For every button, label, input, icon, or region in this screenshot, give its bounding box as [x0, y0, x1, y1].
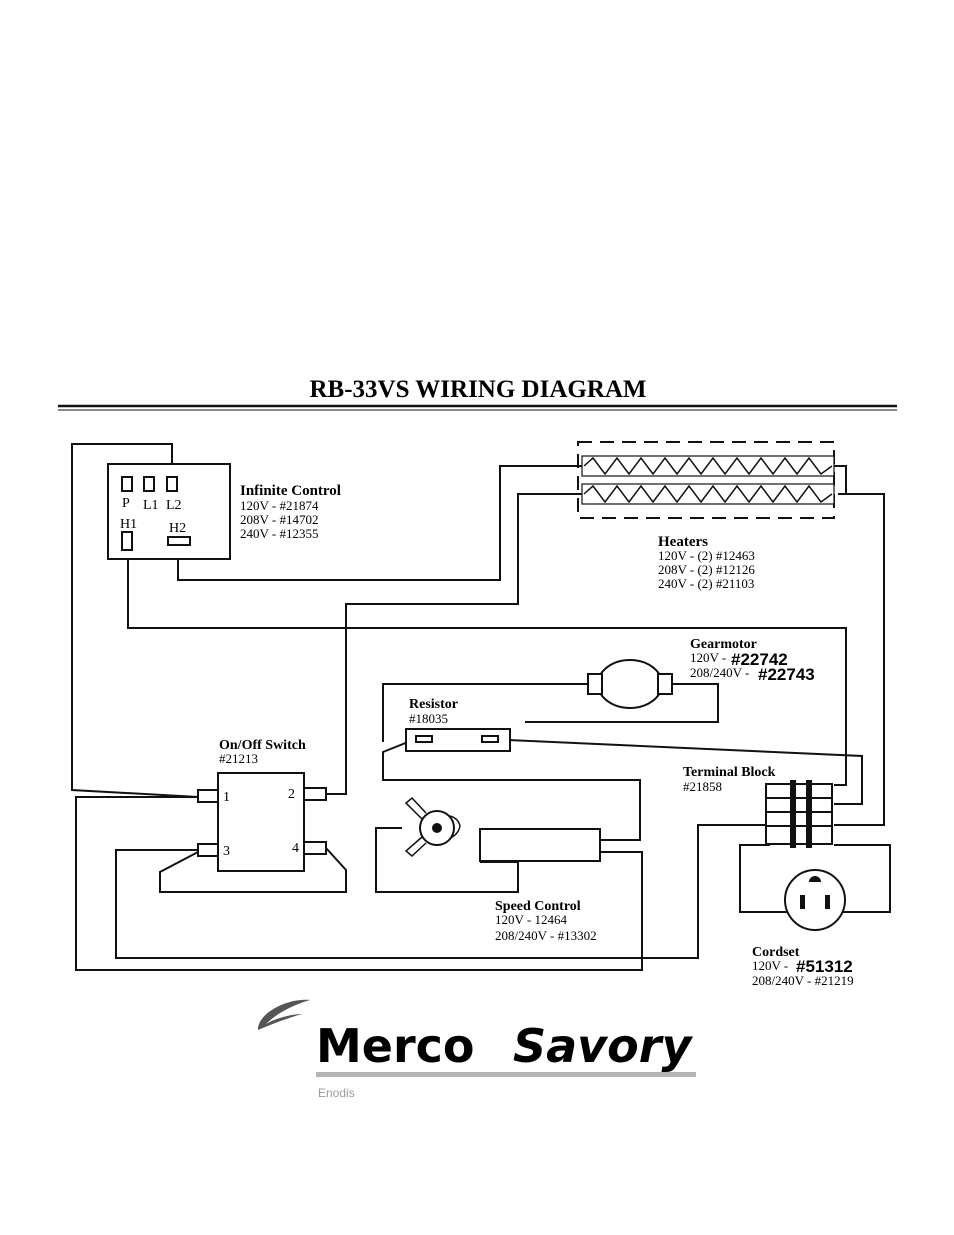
potentiometer-knob: [404, 796, 461, 857]
gearmotor-120v-prefix: 120V -: [690, 650, 726, 665]
gearmotor-208v-prefix: 208/240V -: [690, 665, 749, 680]
switch-terminal-2-label: 2: [288, 787, 295, 802]
switch-label: On/Off Switch: [219, 738, 306, 753]
switch-terminal-2: [303, 787, 327, 801]
terminal-l2-label: L2: [166, 498, 182, 513]
terminal-block: [765, 780, 833, 848]
terminal-p-label: P: [122, 496, 130, 511]
infinite-control-label: Infinite Control: [240, 483, 341, 499]
resistor-body: [405, 728, 511, 752]
heater-housing: [577, 441, 835, 519]
heater-coil-upper: [583, 456, 833, 476]
terminal-l1-label: L1: [143, 498, 159, 513]
cordset-120v-prefix: 120V -: [752, 958, 788, 973]
gearmotor-label: Gearmotor: [690, 637, 757, 652]
infinite-control-240v: 240V - #12355: [240, 526, 318, 541]
merco-savory-logo: Merco Savory Enodis: [258, 999, 696, 1100]
infinite-control-120v: 120V - #21874: [240, 498, 319, 513]
terminal-h1: [121, 531, 133, 551]
cordset-plug-face: [784, 869, 846, 931]
wires: [71, 443, 891, 971]
cordset-208v: 208/240V - #21219: [752, 973, 854, 988]
switch-terminal-1-label: 1: [223, 790, 230, 805]
terminal-block-part: #21858: [683, 779, 722, 794]
gearmotor-208v-part: #22743: [758, 665, 815, 684]
infinite-control: P L1 L2 H1 H2: [107, 463, 231, 560]
logo-enodis: Enodis: [318, 1086, 355, 1100]
diagram-title: RB-33VS WIRING DIAGRAM: [309, 376, 646, 403]
heaters-label: Heaters: [658, 534, 708, 550]
gearmotor: [587, 659, 673, 709]
heaters-240v: 240V - (2) #21103: [658, 576, 754, 591]
resistor: [405, 728, 511, 752]
switch-terminal-3-label: 3: [223, 844, 230, 859]
logo-underline: [316, 1072, 696, 1077]
gearmotor-120v-part: #22742: [731, 650, 788, 669]
heaters-120v: 120V - (2) #12463: [658, 548, 755, 563]
terminal-p: [121, 476, 133, 492]
terminal-l1: [143, 476, 155, 492]
terminal-h2: [167, 536, 191, 546]
switch-terminal-1: [197, 789, 219, 803]
terminal-l2: [166, 476, 178, 492]
resistor-label: Resistor: [409, 697, 458, 712]
speed-control-label: Speed Control: [495, 899, 581, 914]
speed-control-body: [479, 828, 601, 862]
logo-swoosh-icon: [258, 999, 310, 1030]
speed-control-208v: 208/240V - #13302: [495, 928, 597, 943]
heaters-208v: 208V - (2) #12126: [658, 562, 755, 577]
gearmotor-cap-left: [587, 673, 603, 695]
logo-brand-savory: Savory: [513, 1019, 693, 1073]
terminal-block-body: [765, 783, 833, 845]
switch-part: #21213: [219, 751, 258, 766]
resistor-part: #18035: [409, 711, 448, 726]
switch-terminal-4: [303, 841, 327, 855]
gearmotor-cap-right: [657, 673, 673, 695]
cordset-120v-part: #51312: [796, 957, 853, 976]
logo-brand-merco: Merco: [316, 1019, 475, 1073]
cordset-label: Cordset: [752, 945, 800, 960]
switch-terminal-3: [197, 843, 219, 857]
switch-body: [217, 772, 305, 872]
heaters: [577, 441, 835, 519]
resistor-terminal-right: [481, 735, 499, 743]
gearmotor-body: [597, 659, 663, 709]
terminal-h2-label: H2: [169, 521, 186, 536]
resistor-terminal-left: [415, 735, 433, 743]
terminal-h1-label: H1: [120, 517, 137, 532]
on-off-switch: 1 2 3 4: [197, 772, 327, 872]
cordset-receptacle: [784, 869, 846, 931]
speed-control-120v: 120V - 12464: [495, 912, 567, 927]
heater-coil-lower: [583, 484, 833, 504]
switch-terminal-4-label: 4: [292, 841, 299, 856]
terminal-block-label: Terminal Block: [683, 765, 776, 780]
infinite-control-208v: 208V - #14702: [240, 512, 318, 527]
